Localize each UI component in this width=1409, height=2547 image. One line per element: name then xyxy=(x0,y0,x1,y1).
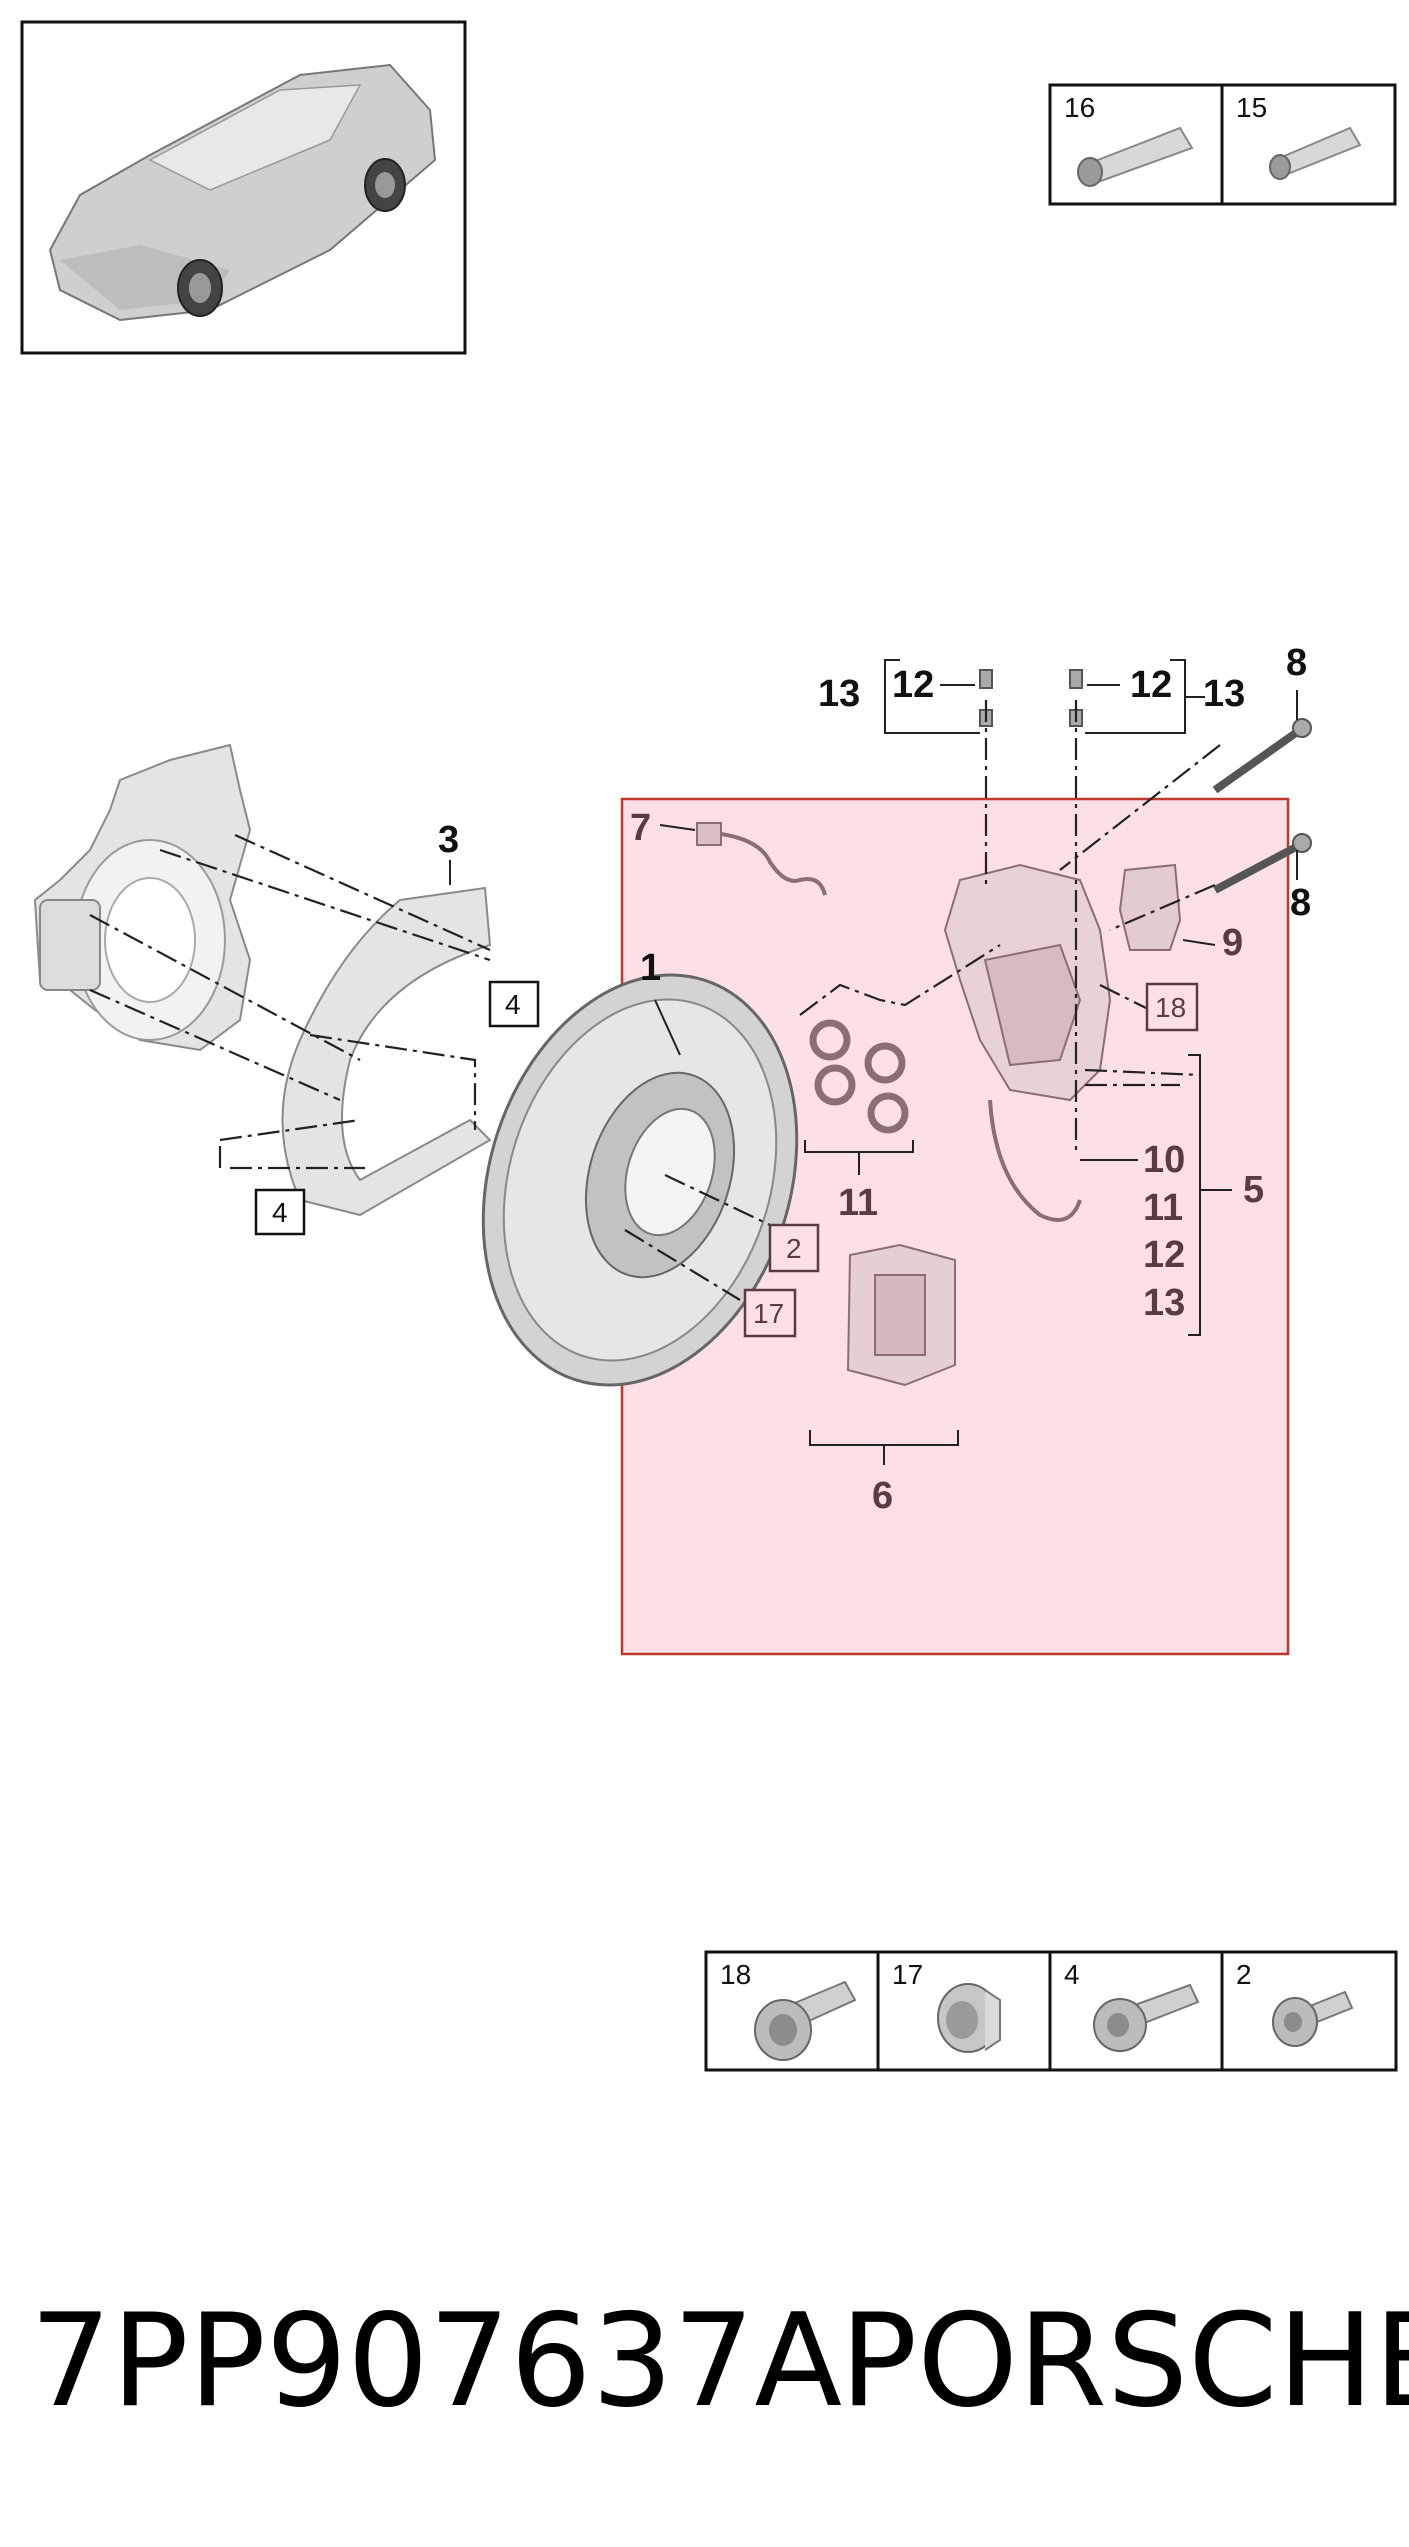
callout-10: 10 xyxy=(1143,1139,1185,1181)
callout-7: 7 xyxy=(630,807,651,849)
retaining-spring xyxy=(1118,863,1182,951)
legend-bottom-num-0: 18 xyxy=(720,1959,751,1990)
callout-8-bottom: 8 xyxy=(1290,882,1311,924)
boxed-ref-2: 2 xyxy=(768,1223,820,1273)
part-number: 7PP907637A xyxy=(30,2287,842,2436)
torx-plug-icon xyxy=(937,1983,1001,2053)
callout-1: 1 xyxy=(640,947,661,989)
svg-text:18: 18 xyxy=(1155,992,1186,1023)
legend-top-num-1: 15 xyxy=(1236,92,1267,123)
brake-caliper xyxy=(943,863,1112,1102)
boxed-ref-18: 18 xyxy=(1145,982,1199,1032)
legend-bottom-num-2: 4 xyxy=(1064,1959,1080,1990)
svg-text:4: 4 xyxy=(272,1197,288,1228)
svg-text:17: 17 xyxy=(753,1298,784,1329)
callout-9: 9 xyxy=(1222,922,1243,964)
legend-bottom-num-1: 17 xyxy=(892,1959,923,1990)
callout-6: 6 xyxy=(872,1475,893,1517)
callout-8-top: 8 xyxy=(1286,642,1307,684)
bleeder-valves xyxy=(979,669,1083,727)
brake-line xyxy=(988,1099,1082,1222)
boxed-ref-4-upper: 4 xyxy=(488,980,540,1028)
brake-disc xyxy=(481,973,799,1387)
vehicle-thumbnail xyxy=(20,20,467,355)
legend-bottom-num-3: 2 xyxy=(1236,1959,1252,1990)
grease-tube-small-icon xyxy=(1269,126,1362,180)
legend-top-num-0: 16 xyxy=(1064,92,1095,123)
callout-5: 5 xyxy=(1243,1169,1264,1211)
legend-fasteners: 18 17 4 2 xyxy=(704,1950,1398,2072)
car-icon xyxy=(48,63,437,322)
callout-3: 3 xyxy=(438,819,459,861)
callout-12-top-right: 12 xyxy=(1130,664,1172,706)
callout-11-group: 11 xyxy=(1143,1187,1183,1229)
legend-grease: 16 15 xyxy=(1048,83,1397,206)
brand-name: PORSCHE xyxy=(840,2287,1409,2436)
splined-bolt-icon xyxy=(754,1980,857,2061)
caliper-seals xyxy=(809,1019,909,1134)
leader-lines xyxy=(449,659,1298,1465)
caliper-bolts xyxy=(1212,718,1312,894)
brake-pads xyxy=(846,1243,956,1387)
boxed-ref-17: 17 xyxy=(743,1288,797,1338)
callout-13-top-left: 13 xyxy=(818,673,860,715)
flanged-torx-bolt-icon xyxy=(1093,1983,1200,2052)
assembly-lines xyxy=(89,700,1221,1301)
callout-11-seals: 11 xyxy=(838,1182,878,1224)
svg-text:2: 2 xyxy=(786,1233,802,1264)
svg-text:4: 4 xyxy=(505,989,521,1020)
callout-12-group: 12 xyxy=(1143,1234,1185,1276)
callout-13-top-right: 13 xyxy=(1203,673,1245,715)
callout-12-top-left: 12 xyxy=(892,664,934,706)
grease-tube-large-icon xyxy=(1077,126,1194,187)
callout-13-group: 13 xyxy=(1143,1282,1185,1324)
countersunk-torx-screw-icon xyxy=(1272,1990,1354,2047)
wheel-carrier xyxy=(33,743,252,1052)
wear-sensor xyxy=(696,822,827,896)
dust-shield xyxy=(281,886,492,1217)
boxed-ref-4-lower: 4 xyxy=(254,1188,306,1236)
